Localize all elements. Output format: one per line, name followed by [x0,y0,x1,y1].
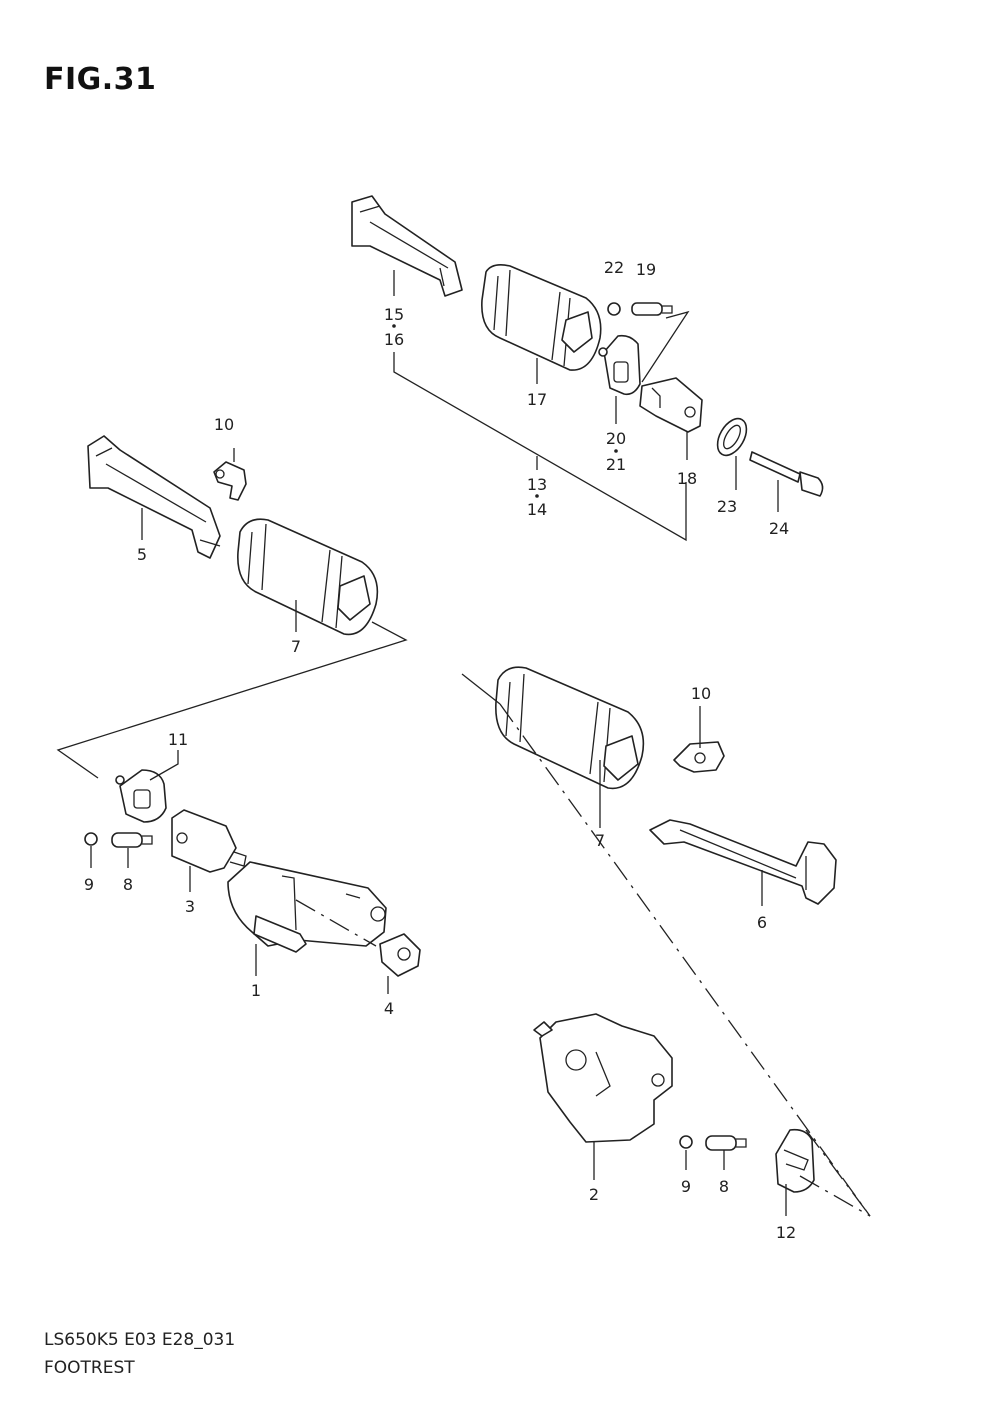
callout-19: 19 [636,260,656,279]
callout-21: 21 [606,455,626,474]
callout-8-left: 8 [123,875,133,894]
callout-22: 22 [604,258,624,277]
callout-5: 5 [137,545,147,564]
bracket-1 [227,861,387,953]
callout-16: 16 [384,330,404,349]
bracket-upper [639,377,703,433]
pin-19 [631,302,673,316]
footpeg-rubber-left [237,518,379,636]
callout-6: 6 [757,913,767,932]
nut-4 [379,933,421,977]
callout-1: 1 [251,981,261,1000]
washer-23 [716,417,748,457]
callout-12: 12 [776,1223,796,1242]
callout-13: 13 [527,475,547,494]
callout-7-right: 7 [595,831,605,850]
plate-12 [775,1128,815,1193]
footpeg-rubber-upper [481,264,602,371]
callout-10-left: 10 [214,415,234,434]
callout-9-right: 9 [681,1177,691,1196]
model-code: LS650K5 E03 E28_031 [44,1330,236,1350]
leader-lines [56,270,871,1217]
clip-10-right [673,741,725,773]
callout-9-left: 9 [84,875,94,894]
footrest-arm-upper [351,195,463,297]
callout-7-left: 7 [291,637,301,656]
callout-18: 18 [677,469,697,488]
clip-10-left [213,461,247,501]
plate-11 [115,769,167,823]
callout-17: 17 [527,390,547,409]
callout-24: 24 [769,519,789,538]
callout-4: 4 [384,999,394,1018]
pin-8-left [111,832,153,848]
nut-9-right [679,1135,693,1149]
callout-20: 20 [606,429,626,448]
callout-15: 15 [384,305,404,324]
footrest-arm-right [649,819,837,905]
nut-9-left [84,832,98,846]
figure-title: FIG.31 [44,62,157,97]
callout-11: 11 [168,730,188,749]
plate-upper [598,334,641,396]
callout-14: 14 [527,500,547,519]
callout-3: 3 [185,897,195,916]
section-name: FOOTREST [44,1358,135,1378]
bolt-24 [749,451,824,497]
pin-8-right [705,1135,747,1151]
callout-2: 2 [589,1185,599,1204]
footpeg-rubber-right [495,666,645,790]
callout-8-right: 8 [719,1177,729,1196]
block-3 [171,809,247,873]
callout-10-right: 10 [691,684,711,703]
nut-22 [607,302,621,316]
callout-23: 23 [717,497,737,516]
footrest-arm-left [87,435,221,559]
bracket-2 [533,1013,673,1143]
